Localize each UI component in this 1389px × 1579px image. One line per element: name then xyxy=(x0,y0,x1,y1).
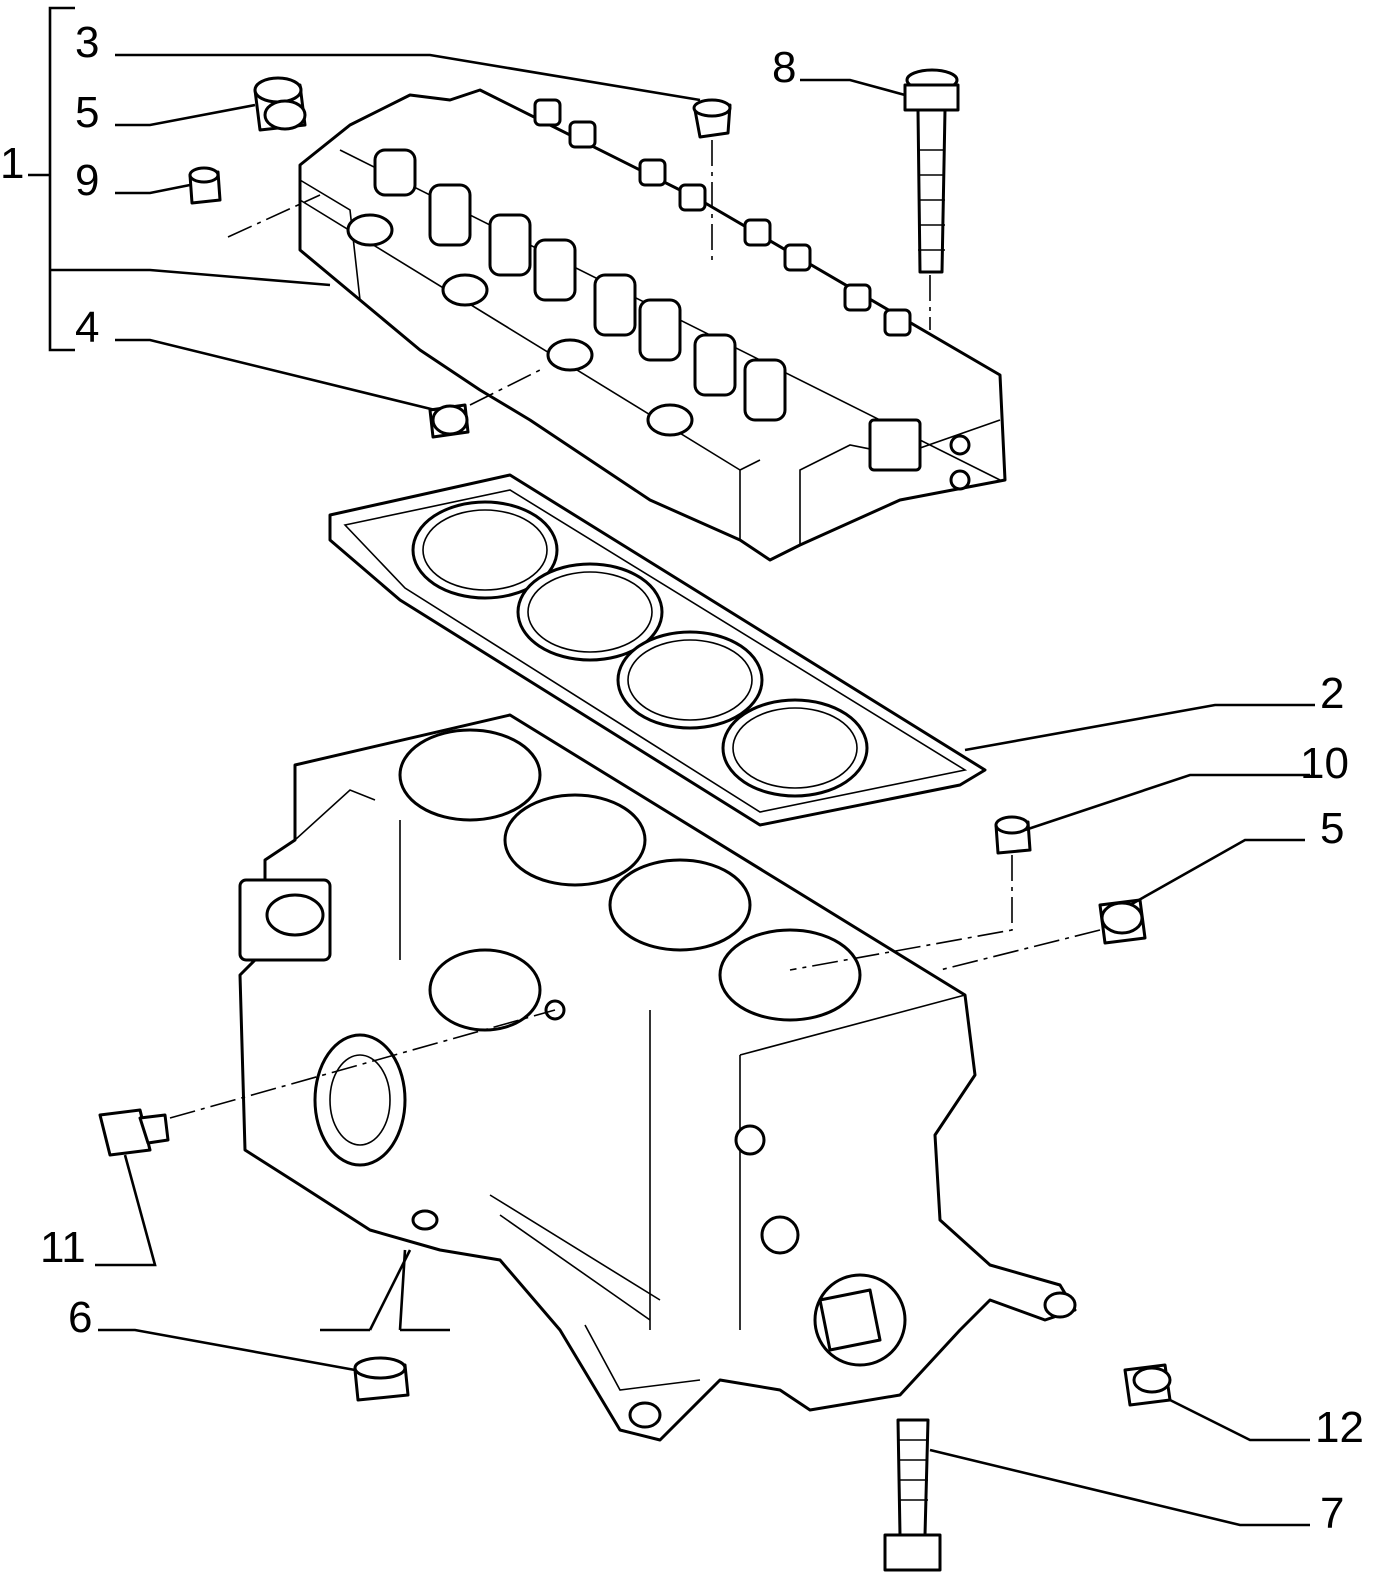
cylinder-head xyxy=(298,88,1007,562)
head-gasket xyxy=(328,473,987,827)
callout-7: 7 xyxy=(1320,1489,1344,1538)
callout-3: 3 xyxy=(75,18,99,67)
callout-6: 6 xyxy=(68,1293,92,1342)
plug-4 xyxy=(428,403,470,439)
bolt-7 xyxy=(883,1418,942,1572)
head-side-ports xyxy=(346,213,971,491)
leader-lines xyxy=(28,6,1315,1527)
callout-labels: 1 3 5 9 4 8 2 10 5 11 6 12 7 xyxy=(0,18,1364,1538)
plug-3 xyxy=(692,98,732,139)
callout-5-top: 5 xyxy=(75,88,99,137)
callout-11: 11 xyxy=(40,1223,86,1272)
dowel-9 xyxy=(188,166,222,205)
callout-8: 8 xyxy=(772,43,796,92)
plug-5-top xyxy=(253,76,307,132)
callout-1: 1 xyxy=(0,139,24,188)
plug-6 xyxy=(353,1356,410,1402)
callout-12: 12 xyxy=(1315,1403,1364,1452)
callout-5-right: 5 xyxy=(1320,804,1344,853)
callout-9: 9 xyxy=(75,156,99,205)
dowel-10 xyxy=(994,815,1032,855)
callout-2: 2 xyxy=(1320,669,1344,718)
gasket-bores xyxy=(411,500,869,798)
plug-11 xyxy=(98,1108,170,1157)
dowel-12 xyxy=(1123,1363,1172,1407)
engine-block xyxy=(238,713,1077,1442)
assembly-axes xyxy=(169,140,1101,1119)
block-bores xyxy=(398,728,862,1022)
block-front-features xyxy=(238,878,1077,1429)
plug-5-right xyxy=(1098,898,1147,945)
valve-springs xyxy=(373,148,787,422)
bolt-8 xyxy=(903,68,960,274)
callout-4: 4 xyxy=(75,303,99,352)
callout-10: 10 xyxy=(1300,739,1349,788)
tappets xyxy=(533,98,912,337)
